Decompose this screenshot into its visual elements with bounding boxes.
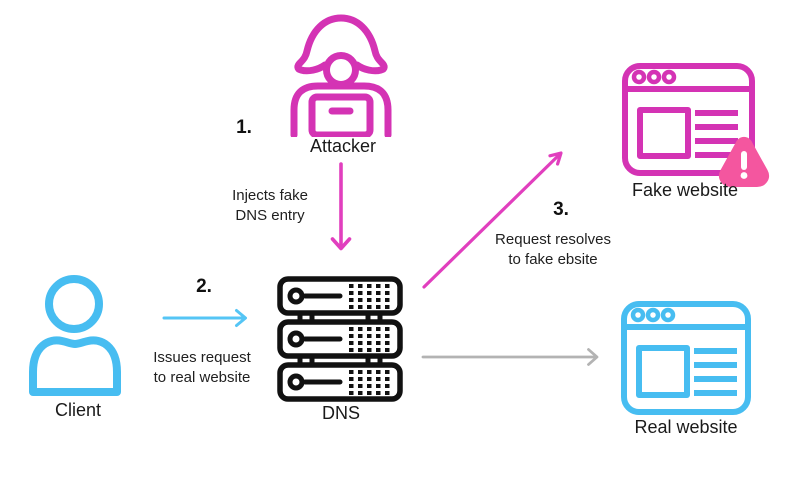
client-icon <box>29 275 121 396</box>
dns-vent-dots <box>349 284 390 395</box>
attacker-hood <box>294 14 388 75</box>
fake-browser-frame <box>622 63 755 176</box>
fake-browser-dot <box>661 69 677 85</box>
attacker-laptop <box>308 93 374 137</box>
attacker-to-dns-arrow <box>330 162 352 251</box>
step-2-number: 2. <box>196 276 212 297</box>
client-label: Client <box>54 400 102 420</box>
step-1-caption: Injects fake DNS entry <box>232 187 308 224</box>
real-browser-image-block <box>636 345 690 398</box>
client-head <box>45 275 103 333</box>
client-body <box>29 336 121 396</box>
step-3-number: 3. <box>553 199 569 220</box>
step-1-number: 1. <box>236 117 252 138</box>
attacker-label: Attacker <box>309 136 377 156</box>
real-browser-dot <box>645 307 661 323</box>
fake-website-icon <box>622 63 769 187</box>
dns-to-fake-website-arrow <box>422 151 563 289</box>
real-browser-dot <box>630 307 646 323</box>
real-website-label: Real website <box>634 417 738 437</box>
real-browser-frame <box>621 301 751 415</box>
fake-website-label: Fake website <box>631 180 739 200</box>
fake-browser-dot <box>646 69 662 85</box>
fake-browser-dot <box>631 69 647 85</box>
step-3-caption: Request resolves to fake ebsite <box>495 231 611 268</box>
warning-icon <box>719 136 769 187</box>
attacker-face <box>323 52 359 88</box>
real-website-icon <box>621 301 751 415</box>
dns-led <box>287 373 305 391</box>
dns-label: DNS <box>321 403 361 423</box>
dns-led <box>287 287 305 305</box>
dns-to-real-website-arrow <box>421 348 599 366</box>
attacker-icon <box>290 14 392 137</box>
client-to-dns-arrow <box>162 309 247 327</box>
real-browser-dot <box>660 307 676 323</box>
dns-server-icon <box>277 276 403 402</box>
fake-browser-image-block <box>637 107 691 159</box>
step-2-caption: Issues request to real website <box>153 349 251 386</box>
dns-led <box>287 330 305 348</box>
